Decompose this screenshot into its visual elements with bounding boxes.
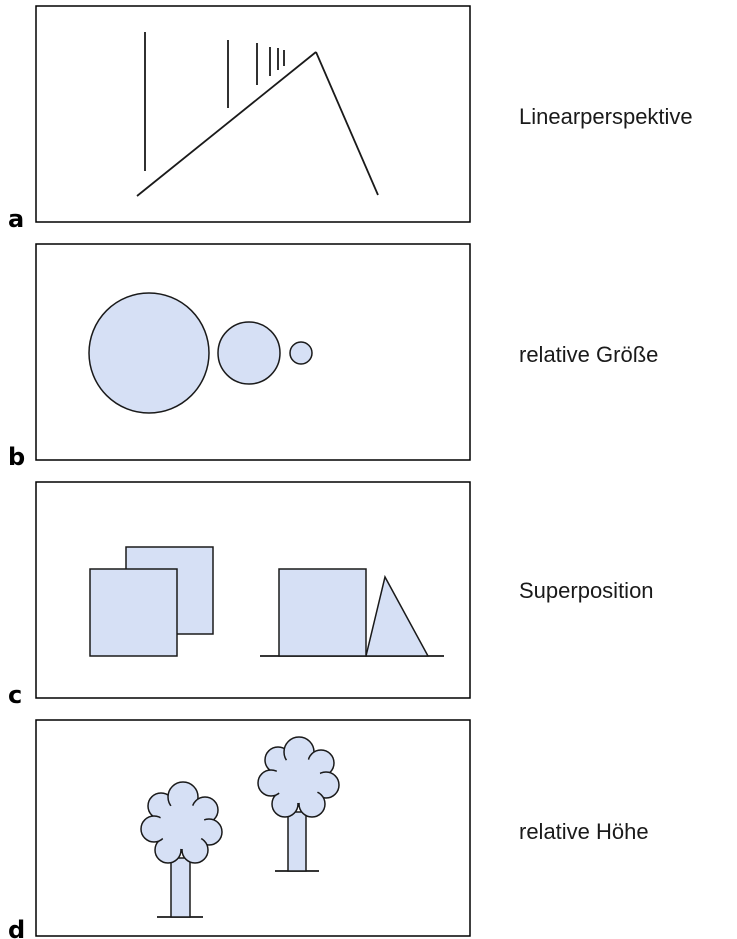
circle-small [289,341,313,365]
panel-a-caption: Linearperspektive [519,104,693,129]
panel-a-letter: a [8,205,24,233]
square-on-ground [278,568,367,657]
crown-center [275,757,321,803]
front-square [89,568,178,657]
panel-c: c Superposition [8,481,654,709]
circle-large [88,292,210,414]
panel-a: a Linearperspektive [8,5,693,233]
tree-higher-crown [257,736,340,818]
panel-b-letter: b [8,443,25,471]
tree-higher [257,736,340,872]
panel-b-caption: relative Größe [519,342,658,367]
receding-line-left [136,51,317,197]
tree-higher-trunk [287,811,307,872]
crown-center [159,803,205,849]
panel-d: d relative Höhe [8,719,649,939]
panel-a-frame [35,5,471,223]
panel-d-frame [35,719,471,937]
tree-lower-crown [140,781,223,864]
tree-lower [140,781,223,918]
panel-c-letter: c [8,681,22,709]
panel-b: b relative Größe [8,243,658,471]
superposition-illustration [89,546,444,657]
panel-d-letter: d [8,916,25,939]
triangle [365,574,430,657]
tree-lower-trunk [170,857,191,918]
panel-d-caption: relative Höhe [519,819,649,844]
linear-perspective-illustration [136,32,379,197]
receding-line-right [315,51,379,196]
circle-medium [217,321,281,385]
relative-size-illustration [88,292,313,414]
panel-c-caption: Superposition [519,578,654,603]
